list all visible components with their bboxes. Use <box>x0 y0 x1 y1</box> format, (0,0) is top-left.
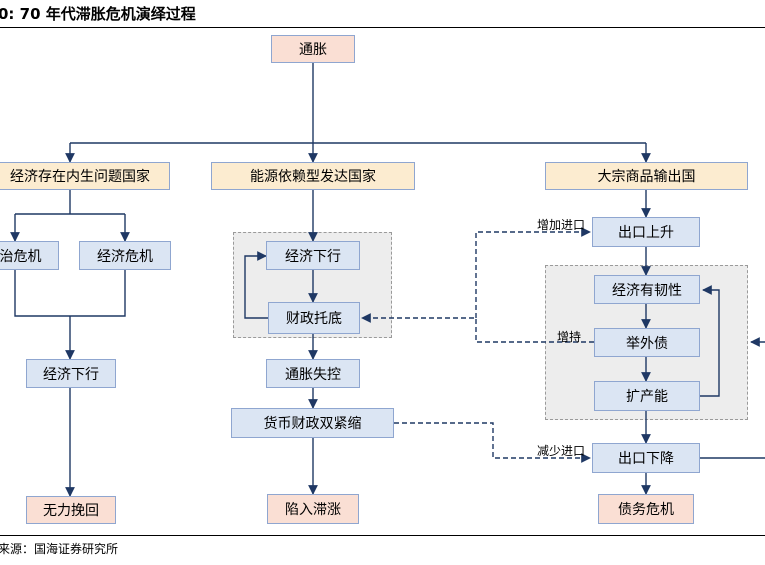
node-econ-down-left: 经济下行 <box>26 359 116 388</box>
node-exports-up: 出口上升 <box>592 217 700 247</box>
node-political-crisis: 治危机 <box>0 241 59 270</box>
node-fiscal-support: 财政托底 <box>268 302 360 334</box>
node-debt-crisis: 债务危机 <box>598 494 694 524</box>
node-commodity-exporters: 大宗商品输出国 <box>545 162 748 190</box>
edge-political-merge <box>14 270 70 317</box>
node-inflation-out-of-control: 通胀失控 <box>266 359 360 388</box>
node-energy-countries: 能源依赖型发达国家 <box>211 162 415 190</box>
edge-borrow-to-fiscal <box>361 313 594 343</box>
label-increase-imports: 增加进口 <box>537 218 586 232</box>
bottom-rule <box>0 535 765 536</box>
edge-economic-merge <box>70 270 126 317</box>
node-inflation: 通胀 <box>271 35 355 63</box>
label-reduce-imports: 减少进口 <box>537 444 586 458</box>
label-increase-holding: 增持 <box>557 330 582 344</box>
source-note: 来源：国海证券研究所 <box>0 542 119 556</box>
node-borrow-debt: 举外债 <box>594 328 700 357</box>
node-econ-resilience: 经济有韧性 <box>594 275 700 304</box>
node-no-recovery: 无力挽回 <box>26 496 116 524</box>
edge-capacity-loop-back <box>700 285 720 397</box>
edge-tightening-to-exports-down <box>394 422 591 463</box>
top-rule <box>0 27 765 28</box>
node-internal-countries: 经济存在内生问题国家 <box>0 162 170 190</box>
node-exports-down: 出口下降 <box>592 443 700 473</box>
node-tightening: 货币财政双紧缩 <box>231 408 394 438</box>
node-expand-capacity: 扩产能 <box>594 381 700 411</box>
node-economic-crisis: 经济危机 <box>79 241 171 270</box>
edge-fiscal-loop-back <box>244 251 268 319</box>
edge-fiscal-to-exports-up <box>475 227 591 318</box>
node-econ-down-mid: 经济下行 <box>266 241 360 270</box>
node-stagflation: 陷入滞涨 <box>267 494 359 524</box>
figure-title: 0: 70 年代滞胀危机演绎过程 <box>0 5 196 23</box>
